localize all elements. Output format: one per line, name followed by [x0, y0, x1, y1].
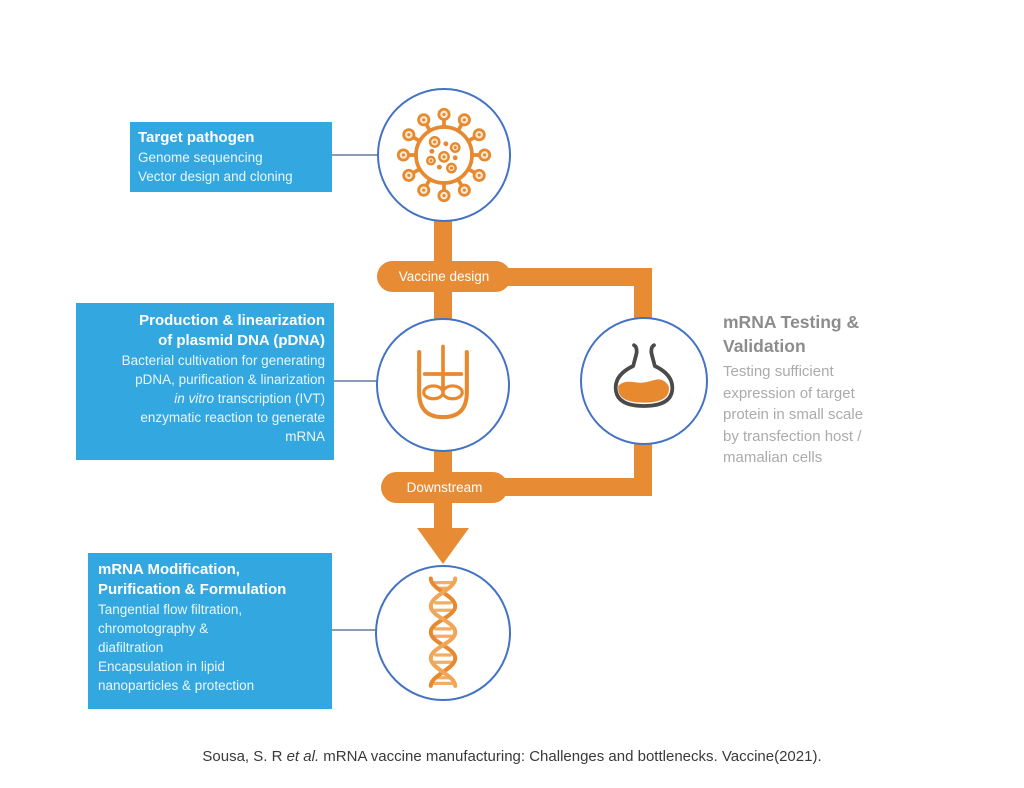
dna-icon	[404, 572, 482, 694]
mrna-modification-line: Tangential flow filtration,	[98, 602, 243, 617]
citation-et-al: et al.	[286, 748, 320, 765]
pdna-production-line: in vitro transcription (IVT)	[84, 389, 325, 408]
flask-icon	[594, 331, 694, 431]
citation-part2: mRNA vaccine manufacturing: Challenges a…	[319, 748, 822, 765]
ivt-rest: transcription (IVT)	[213, 391, 325, 406]
connector-loop-top-vertical	[634, 268, 652, 320]
vaccine-design-pill: Vaccine design	[377, 261, 511, 292]
pdna-production-line: enzymatic reaction to generate	[140, 410, 325, 425]
mrna-testing-note: mRNA Testing & Validation Testing suffic…	[723, 310, 923, 469]
mrna-testing-line: Testing sufficient	[723, 363, 834, 380]
mrna-product-circle	[375, 565, 511, 701]
target-pathogen-line: Vector design and cloning	[138, 169, 293, 184]
target-pathogen-circle	[377, 88, 511, 222]
mrna-testing-title: mRNA Testing &	[723, 312, 860, 332]
line-production-box-to-bioreactor	[334, 380, 377, 382]
connector-loop-bottom	[500, 478, 652, 496]
line-target-box-to-virus	[332, 154, 378, 156]
mrna-modification-line: nanoparticles & protection	[98, 678, 255, 693]
mrna-modification-title: Purification & Formulation	[98, 581, 287, 598]
pdna-production-line: pDNA, purification & linarization	[135, 372, 325, 387]
downstream-pill: Downstream	[381, 472, 508, 503]
vaccine-design-label: Vaccine design	[398, 269, 490, 284]
pdna-production-circle	[376, 318, 510, 452]
pdna-production-line: Bacterial cultivation for generating	[121, 353, 325, 368]
target-pathogen-title: Target pathogen	[138, 129, 255, 146]
mrna-modification-box: mRNA Modification, Purification & Formul…	[88, 553, 332, 709]
mrna-modification-title: mRNA Modification,	[98, 561, 240, 578]
line-modification-box-to-dna	[332, 629, 377, 631]
pdna-production-title: of plasmid DNA (pDNA)	[158, 332, 325, 349]
pdna-production-box: Production & linearization of plasmid DN…	[76, 303, 334, 460]
pdna-production-line: mRNA	[285, 429, 325, 444]
mrna-modification-line: chromotography &	[98, 621, 209, 636]
testing-validation-circle	[580, 317, 708, 445]
connector-loop-top	[505, 268, 652, 286]
citation-part1: Sousa, S. R	[202, 748, 287, 765]
mrna-testing-line: protein in small scale	[723, 406, 864, 423]
mrna-testing-line: mamalian cells	[723, 449, 823, 466]
mrna-testing-title: Validation	[723, 336, 806, 356]
mrna-testing-line: by transfection host /	[723, 427, 862, 445]
downstream-label: Downstream	[406, 480, 483, 495]
mrna-testing-line: expression of target	[723, 384, 855, 402]
target-pathogen-line: Genome sequencing	[138, 150, 263, 165]
mrna-modification-line: diafiltration	[98, 640, 164, 655]
pdna-production-title: Production & linearization	[139, 312, 325, 329]
down-arrowhead-icon	[417, 528, 469, 564]
in-vitro-italic: in vitro	[174, 391, 214, 406]
citation-text: Sousa, S. R et al. mRNA vaccine manufact…	[0, 748, 1024, 765]
mrna-modification-line: Encapsulation in lipid	[98, 659, 225, 674]
target-pathogen-box: Target pathogen Genome sequencing Vector…	[130, 122, 332, 192]
virus-icon	[388, 99, 500, 211]
bioreactor-icon	[388, 330, 498, 440]
